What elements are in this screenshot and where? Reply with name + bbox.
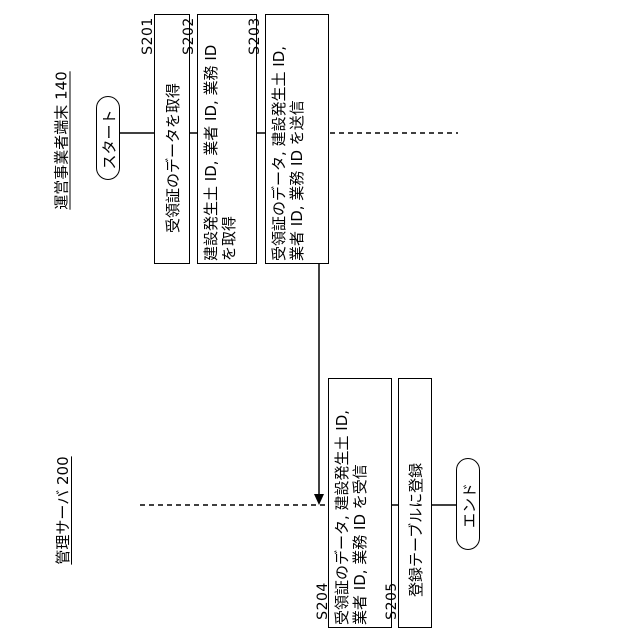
lane-label-management-server: 管理サーバ 200	[52, 443, 73, 578]
end-terminal: エンド	[456, 458, 480, 550]
process-text-s203-line2: 業者 ID, 業務 ID を送信	[288, 100, 306, 261]
process-text-s201: 受領証のデータを取得	[164, 83, 182, 233]
process-text-s202-line2: を取得	[220, 216, 238, 261]
process-box-s205: 登録テーブルに登録	[398, 378, 432, 628]
step-label-s202: S202	[181, 11, 197, 61]
start-label: スタート	[99, 100, 120, 180]
end-label: エンド	[459, 466, 480, 546]
process-text-s204-line2: 業者 ID, 業務 ID を受信	[351, 464, 369, 625]
start-terminal: スタート	[96, 96, 120, 180]
process-text-s203-line1: 受領証のデータ, 建設発生土 ID,	[270, 46, 288, 261]
lane-label-operator-terminal: 運営事業者端末 140	[51, 61, 72, 221]
transfer-arrowhead	[314, 494, 324, 505]
process-text-s204-line1: 受領証のデータ, 建設発生土 ID,	[333, 410, 351, 625]
step-label-s203: S203	[247, 11, 263, 61]
process-box-s204: 受領証のデータ, 建設発生土 ID, 業者 ID, 業務 ID を受信	[328, 378, 392, 628]
process-box-s203: 受領証のデータ, 建設発生土 ID, 業者 ID, 業務 ID を送信	[265, 14, 329, 264]
process-text-s205: 登録テーブルに登録	[407, 463, 425, 597]
process-text-s202-line1: 建設発生土 ID, 業者 ID, 業務 ID	[202, 45, 220, 261]
